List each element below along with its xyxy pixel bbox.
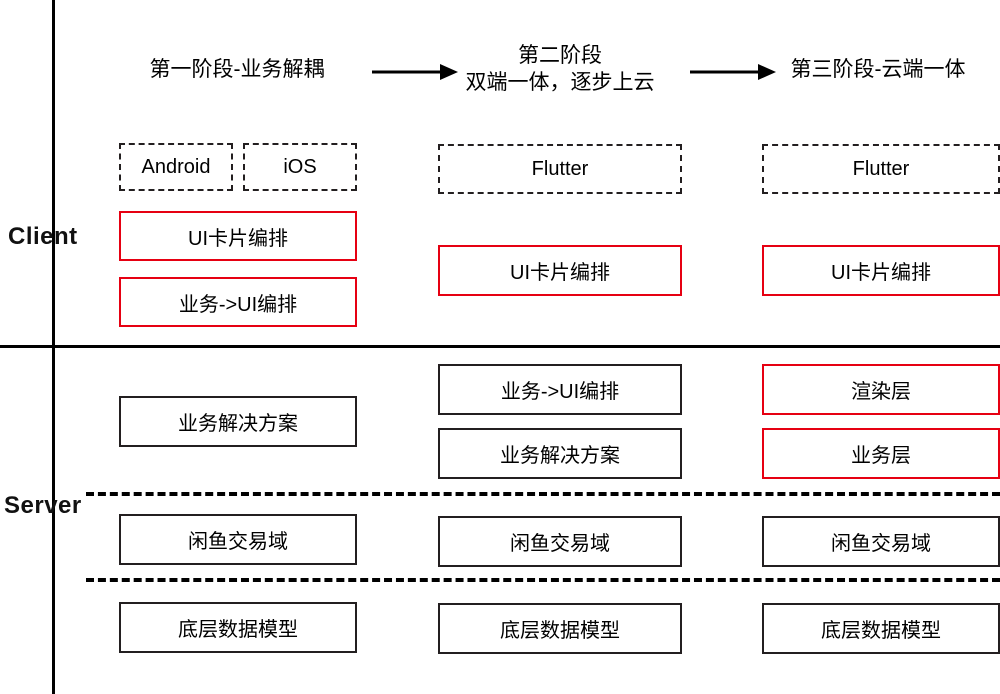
arrow-phase2-to-phase3 bbox=[690, 64, 776, 80]
box-phase2-biz-solution: 业务解决方案 bbox=[438, 428, 682, 479]
phase-2-title: 第二阶段 双端一体，逐步上云 bbox=[465, 44, 655, 94]
box-phase2-ui-card: UI卡片编排 bbox=[438, 245, 682, 296]
server-divider-1 bbox=[86, 492, 1000, 496]
server-divider-2 bbox=[86, 578, 1000, 582]
side-label-server: Server bbox=[4, 492, 82, 519]
box-phase3-flutter: Flutter bbox=[762, 144, 1000, 194]
side-label-client: Client bbox=[8, 223, 78, 250]
box-phase1-biz-to-ui: 业务->UI编排 bbox=[119, 277, 357, 327]
box-phase3-render-layer: 渲染层 bbox=[762, 364, 1000, 415]
box-phase2-flutter: Flutter bbox=[438, 144, 682, 194]
box-phase2-biz-to-ui: 业务->UI编排 bbox=[438, 364, 682, 415]
box-phase1-biz-solution: 业务解决方案 bbox=[119, 396, 357, 447]
box-phase1-data-model: 底层数据模型 bbox=[119, 602, 357, 653]
phase-1-title: 第一阶段-业务解耦 bbox=[149, 58, 325, 81]
box-phase2-data-model: 底层数据模型 bbox=[438, 603, 682, 654]
phase-3-title: 第三阶段-云端一体 bbox=[790, 58, 966, 81]
box-phase3-business-layer: 业务层 bbox=[762, 428, 1000, 479]
box-phase1-ui-card: UI卡片编排 bbox=[119, 211, 357, 261]
box-phase2-trade-domain: 闲鱼交易域 bbox=[438, 516, 682, 567]
box-phase3-trade-domain: 闲鱼交易域 bbox=[762, 516, 1000, 567]
box-phase3-data-model: 底层数据模型 bbox=[762, 603, 1000, 654]
box-phase1-ios: iOS bbox=[243, 143, 357, 191]
arrow-phase1-to-phase2 bbox=[372, 64, 458, 80]
box-phase1-trade-domain: 闲鱼交易域 bbox=[119, 514, 357, 565]
client-server-divider bbox=[0, 345, 1000, 348]
box-phase1-android: Android bbox=[119, 143, 233, 191]
box-phase3-ui-card: UI卡片编排 bbox=[762, 245, 1000, 296]
